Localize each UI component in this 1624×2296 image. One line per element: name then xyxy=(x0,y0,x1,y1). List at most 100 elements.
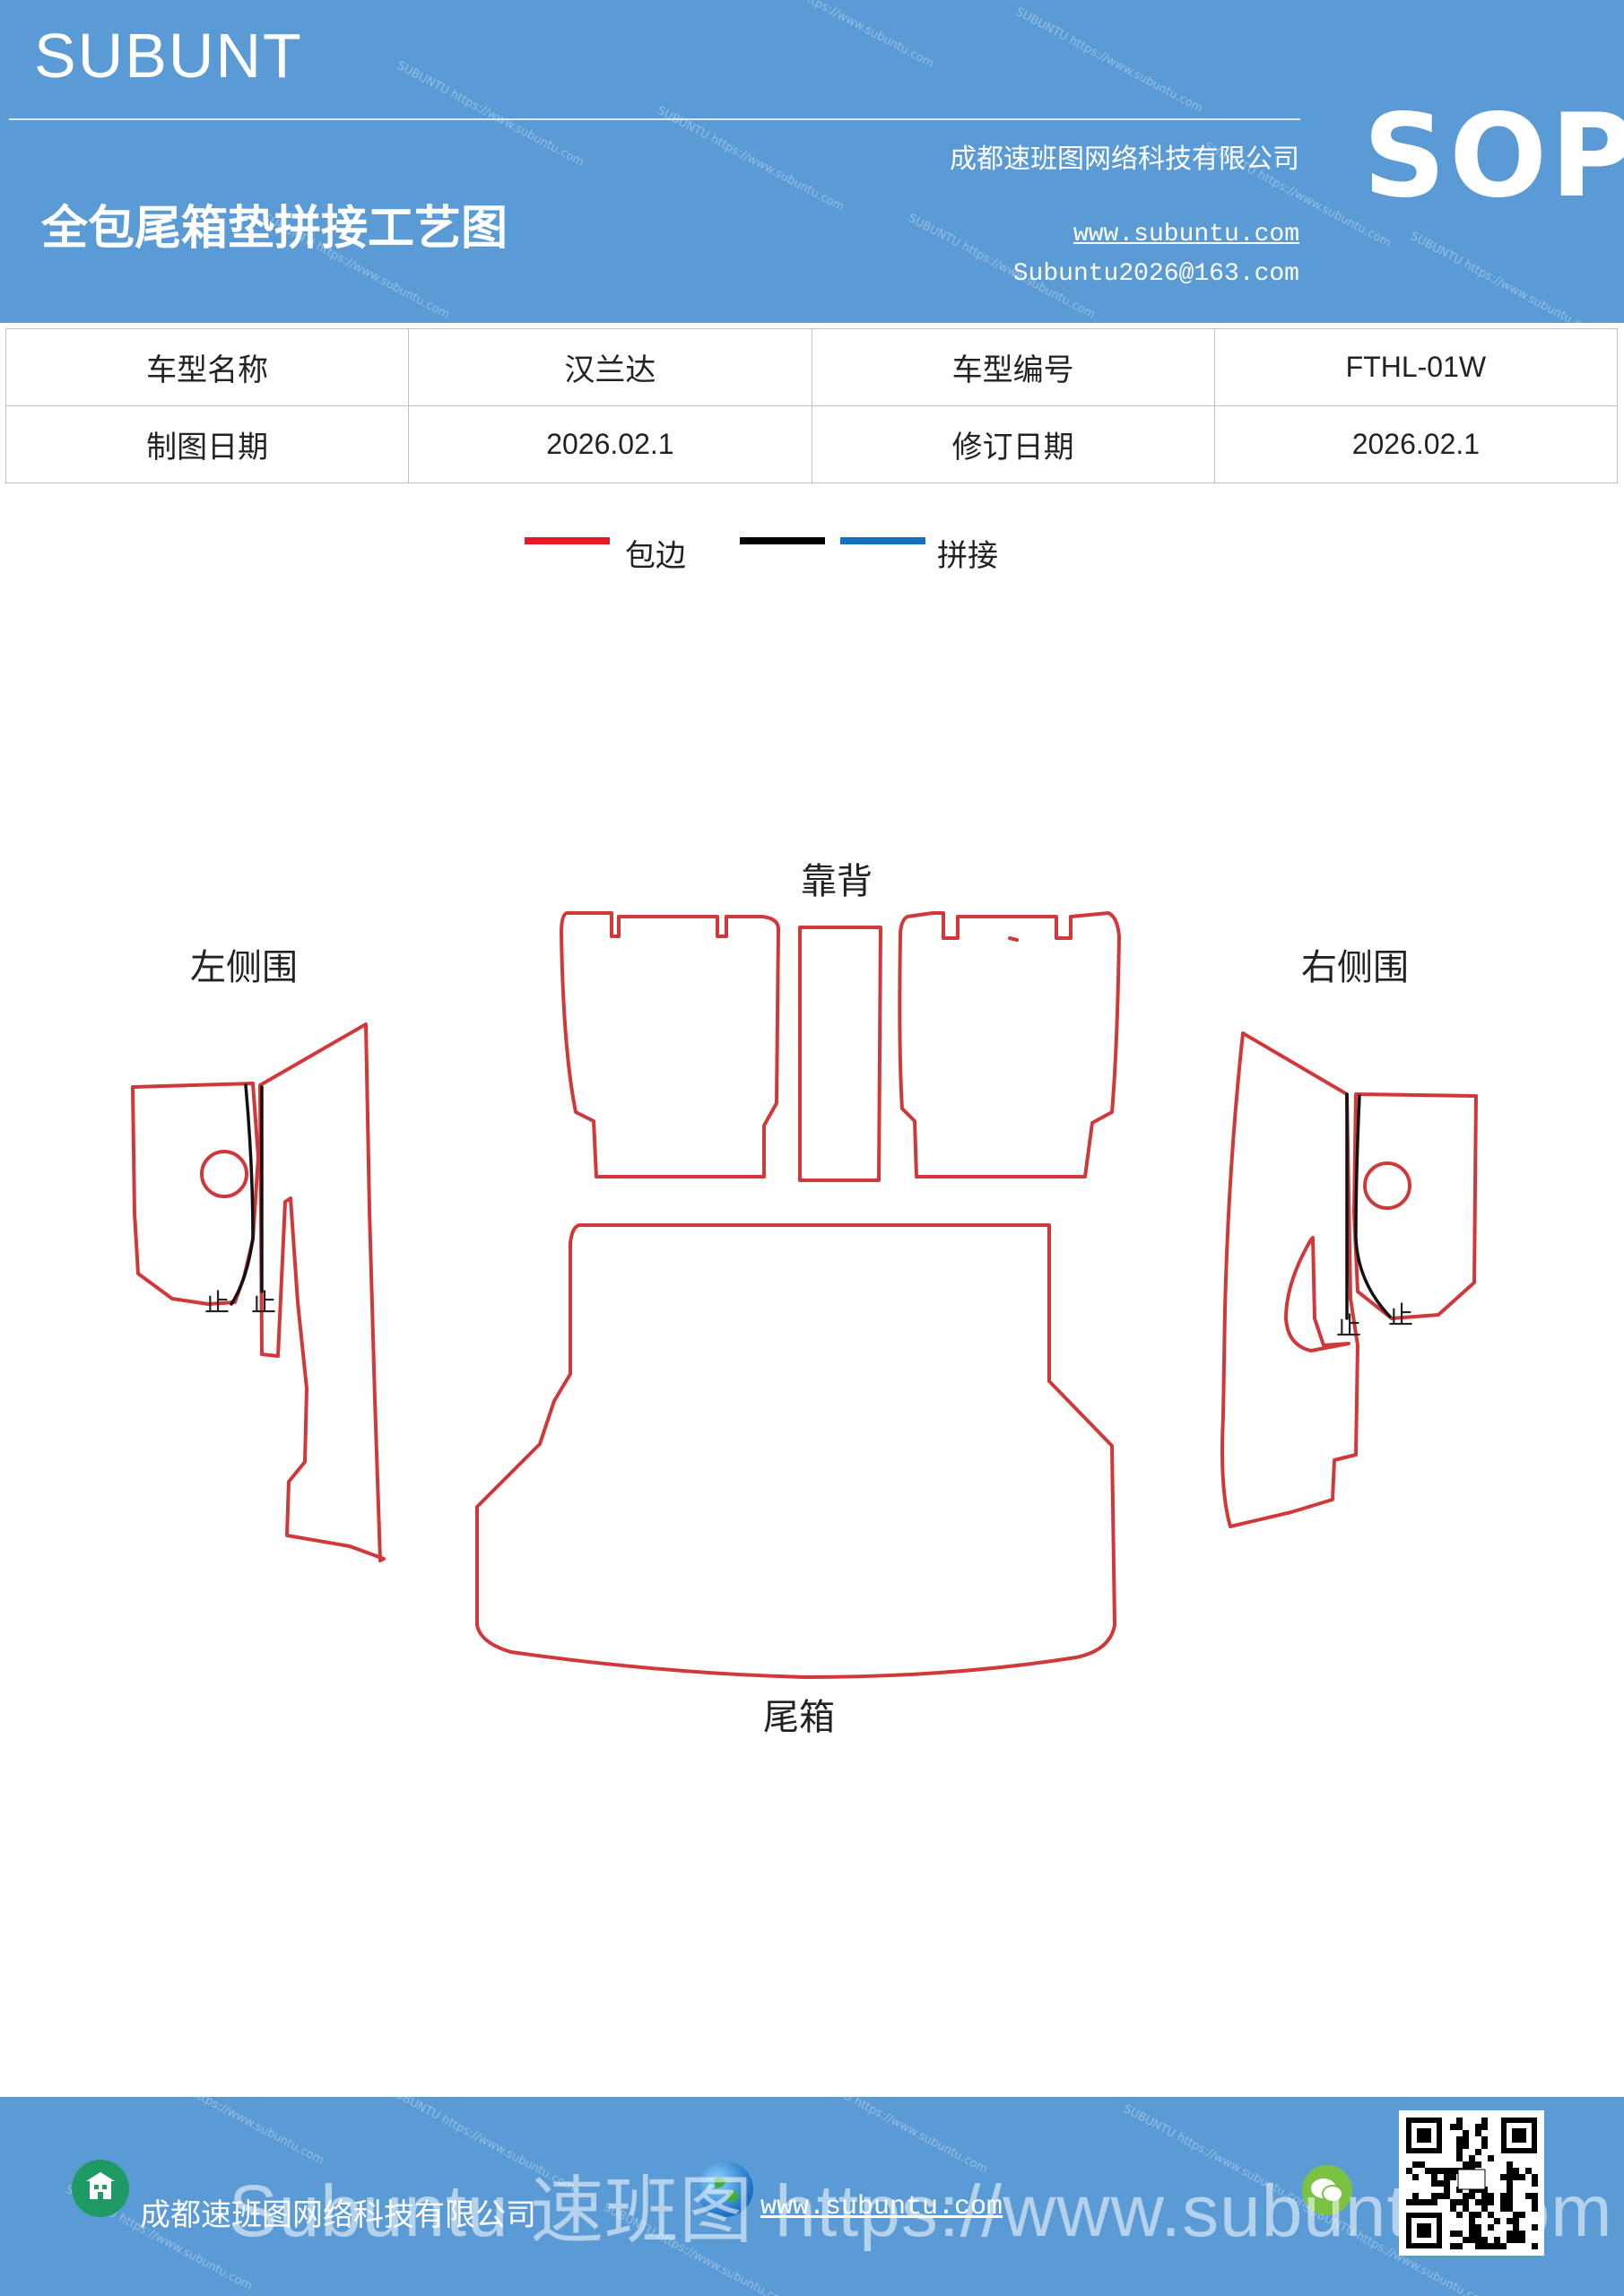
qr-module xyxy=(1507,2161,1513,2168)
qr-module xyxy=(1469,2224,1475,2231)
qr-module xyxy=(1488,2193,1494,2199)
backrest-center-panel xyxy=(798,926,882,1182)
footer-company-name: 成都速班图网络科技有限公司 xyxy=(140,2197,536,2233)
header-banner: SUBUNTU https://www.subuntu.com SUBUNTU … xyxy=(0,0,1624,323)
qr-module xyxy=(1507,2187,1513,2193)
email-address[interactable]: Subuntu2026@163.com xyxy=(1012,260,1299,288)
backrest-right-panel xyxy=(898,911,1121,1178)
right-side-circle-cutout xyxy=(1363,1161,1411,1210)
part-label-left-side: 左侧围 xyxy=(190,947,298,988)
legend-black-line xyxy=(740,537,825,544)
qr-module xyxy=(1488,2243,1494,2249)
qr-module xyxy=(1412,2199,1419,2205)
draw-date-value: 2026.02.1 xyxy=(408,405,812,483)
qr-module xyxy=(1507,2199,1513,2205)
qr-module xyxy=(1525,2168,1532,2174)
qr-module xyxy=(1513,2218,1519,2224)
qr-module xyxy=(1425,2199,1431,2205)
qr-module xyxy=(1450,2205,1456,2212)
qr-module xyxy=(1456,2231,1463,2237)
backrest-left-panel xyxy=(560,911,780,1178)
model-code-label: 车型编号 xyxy=(811,328,1215,406)
qr-module xyxy=(1412,2193,1419,2199)
qr-module xyxy=(1469,2155,1475,2161)
qr-module xyxy=(1519,2212,1525,2218)
qr-module xyxy=(1481,2199,1488,2205)
qr-module xyxy=(1507,2174,1513,2180)
qr-module xyxy=(1463,2143,1469,2149)
qr-module xyxy=(1437,2168,1444,2174)
qr-module xyxy=(1456,2149,1463,2155)
legend-splice-line xyxy=(840,537,925,544)
legend: 包边 拼接 xyxy=(0,531,1624,574)
qr-module xyxy=(1488,2224,1494,2231)
company-name: 成都速班图网络科技有限公司 xyxy=(950,144,1299,175)
qr-module xyxy=(1456,2155,1463,2161)
qr-module xyxy=(1463,2130,1469,2136)
qr-module xyxy=(1444,2168,1450,2174)
qr-module xyxy=(1481,2143,1488,2149)
qr-module xyxy=(1513,2174,1519,2180)
qr-module xyxy=(1500,2243,1507,2249)
left-side-panel-a xyxy=(131,1082,260,1306)
qr-module xyxy=(1450,2168,1456,2174)
qr-module xyxy=(1444,2180,1450,2187)
model-name-value: 汉兰达 xyxy=(408,328,812,406)
qr-module xyxy=(1481,2205,1488,2212)
stop-mark: 止 xyxy=(1388,1300,1413,1330)
footer-website-link[interactable]: www.subuntu.com xyxy=(760,2192,1003,2222)
qr-module xyxy=(1513,2168,1519,2174)
qr-module xyxy=(1450,2243,1456,2249)
qr-module xyxy=(1456,2118,1463,2124)
qr-module xyxy=(1519,2174,1525,2180)
legend-edge-line xyxy=(525,537,610,544)
table-row: 制图日期 2026.02.1 修订日期 2026.02.1 xyxy=(4,405,1619,483)
legend-splice-label: 拼接 xyxy=(937,538,998,574)
qr-module xyxy=(1519,2237,1525,2243)
qr-module xyxy=(1450,2174,1456,2180)
qr-module xyxy=(1481,2193,1488,2199)
qr-module xyxy=(1475,2130,1481,2136)
qr-module xyxy=(1519,2231,1525,2237)
qr-module xyxy=(1450,2199,1456,2205)
qr-module xyxy=(1463,2205,1469,2212)
qr-module xyxy=(1463,2161,1469,2168)
qr-module xyxy=(1475,2212,1481,2218)
model-code-value: FTHL-01W xyxy=(1213,328,1619,406)
qr-module xyxy=(1419,2199,1425,2205)
qr-module xyxy=(1475,2231,1481,2237)
qr-module xyxy=(1450,2124,1456,2130)
qr-code[interactable] xyxy=(1399,2110,1544,2256)
qr-module xyxy=(1456,2124,1463,2130)
qr-module xyxy=(1469,2218,1475,2224)
trunk-panel xyxy=(475,1223,1116,1679)
qr-module xyxy=(1456,2143,1463,2149)
qr-module xyxy=(1431,2180,1437,2187)
website-link[interactable]: www.subuntu.com xyxy=(1073,221,1299,248)
qr-module xyxy=(1456,2199,1463,2205)
qr-module xyxy=(1431,2199,1437,2205)
qr-module xyxy=(1532,2180,1538,2187)
part-label-right-side: 右侧围 xyxy=(1301,947,1409,988)
qr-module xyxy=(1431,2168,1437,2174)
sop-badge: SOP xyxy=(1363,90,1624,223)
qr-module xyxy=(1419,2161,1425,2168)
qr-module xyxy=(1469,2193,1475,2199)
qr-module xyxy=(1469,2231,1475,2237)
qr-module xyxy=(1481,2136,1488,2143)
qr-module xyxy=(1532,2174,1538,2180)
qr-module xyxy=(1444,2174,1450,2180)
qr-module xyxy=(1456,2243,1463,2249)
qr-module xyxy=(1481,2237,1488,2243)
qr-module xyxy=(1481,2243,1488,2249)
qr-module xyxy=(1513,2212,1519,2218)
footer-banner: SUBUNTU https://www.subuntu.com SUBUNTU … xyxy=(0,2097,1624,2296)
legend-edge-label: 包边 xyxy=(625,538,686,574)
part-label-trunk: 尾箱 xyxy=(763,1697,835,1738)
qr-module xyxy=(1532,2199,1538,2205)
revise-date-label: 修订日期 xyxy=(811,405,1215,483)
stop-mark: 止 xyxy=(1336,1311,1361,1341)
qr-module xyxy=(1437,2180,1444,2187)
draw-date-label: 制图日期 xyxy=(4,405,410,483)
qr-module xyxy=(1525,2193,1532,2199)
